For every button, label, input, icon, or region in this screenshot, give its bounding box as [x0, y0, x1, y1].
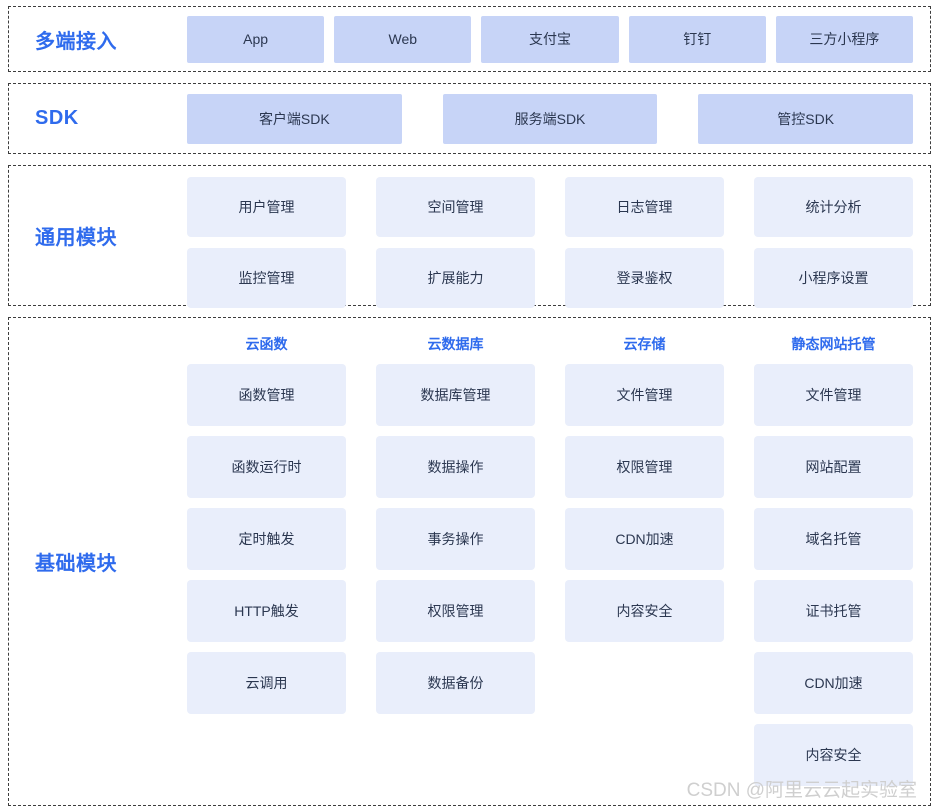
section-label-access: 多端接入	[35, 30, 117, 53]
card-hosting-file-management[interactable]: 文件管理	[754, 364, 913, 426]
column-header-cloud-function: 云函数	[245, 336, 288, 352]
section-label-cell-base: 基础模块	[9, 318, 187, 805]
column-header-cloud-database: 云数据库	[427, 336, 484, 352]
card-user-management[interactable]: 用户管理	[187, 177, 346, 237]
section-label-common: 通用模块	[35, 227, 117, 249]
card-storage-file-management[interactable]: 文件管理	[565, 364, 724, 426]
common-module-grid: 用户管理 空间管理 日志管理 统计分析 监控管理 扩展能力 登录鉴权 小程序设置	[187, 166, 913, 308]
card-miniapp-settings[interactable]: 小程序设置	[754, 248, 913, 308]
card-web[interactable]: Web	[334, 15, 472, 63]
card-space-management[interactable]: 空间管理	[376, 177, 535, 237]
column-cloud-storage: 文件管理 权限管理 CDN加速 内容安全	[565, 364, 724, 642]
section-body-sdk: 客户端SDK 服务端SDK 管控SDK	[187, 84, 930, 153]
card-data-backup[interactable]: 数据备份	[376, 652, 535, 714]
card-database-permission-management[interactable]: 权限管理	[376, 580, 535, 642]
card-hosting-cdn-acceleration[interactable]: CDN加速	[754, 652, 913, 714]
card-alipay[interactable]: 支付宝	[481, 15, 619, 63]
base-module-columns: 函数管理 函数运行时 定时触发 HTTP触发 云调用 数据库管理 数据操作 事务…	[187, 364, 913, 786]
column-cloud-function: 函数管理 函数运行时 定时触发 HTTP触发 云调用	[187, 364, 346, 714]
section-label-base: 基础模块	[35, 553, 117, 575]
column-header-static-hosting: 静态网站托管	[791, 336, 876, 352]
card-extension-capability[interactable]: 扩展能力	[376, 248, 535, 308]
card-login-auth[interactable]: 登录鉴权	[565, 248, 724, 308]
section-label-cell-access: 多端接入	[9, 7, 187, 71]
section-sdk: SDK 客户端SDK 服务端SDK 管控SDK	[8, 83, 931, 154]
section-base: 基础模块 云函数 云数据库 云存储 静态网站托管 函数管理 函数运行时 定时触发…	[8, 317, 931, 806]
card-storage-content-security[interactable]: 内容安全	[565, 580, 724, 642]
card-dingtalk[interactable]: 钉钉	[628, 15, 766, 63]
card-http-trigger[interactable]: HTTP触发	[187, 580, 346, 642]
card-app[interactable]: App	[187, 15, 325, 63]
card-function-management[interactable]: 函数管理	[187, 364, 346, 426]
section-body-base: 云函数 云数据库 云存储 静态网站托管 函数管理 函数运行时 定时触发 HTTP…	[187, 318, 930, 786]
card-database-management[interactable]: 数据库管理	[376, 364, 535, 426]
card-third-party-miniapp[interactable]: 三方小程序	[775, 15, 914, 63]
card-monitor-management[interactable]: 监控管理	[187, 248, 346, 308]
section-label-cell-common: 通用模块	[9, 166, 187, 305]
section-label-cell-sdk: SDK	[9, 84, 187, 153]
card-hosting-content-security[interactable]: 内容安全	[754, 724, 913, 786]
card-certificate-hosting[interactable]: 证书托管	[754, 580, 913, 642]
section-access: 多端接入 App Web 支付宝 钉钉 三方小程序	[8, 6, 931, 72]
card-client-sdk[interactable]: 客户端SDK	[187, 93, 402, 144]
card-cloud-call[interactable]: 云调用	[187, 652, 346, 714]
card-log-management[interactable]: 日志管理	[565, 177, 724, 237]
card-data-operation[interactable]: 数据操作	[376, 436, 535, 498]
card-domain-hosting[interactable]: 域名托管	[754, 508, 913, 570]
card-function-runtime[interactable]: 函数运行时	[187, 436, 346, 498]
card-storage-permission-management[interactable]: 权限管理	[565, 436, 724, 498]
card-scheduled-trigger[interactable]: 定时触发	[187, 508, 346, 570]
base-column-headers: 云函数 云数据库 云存储 静态网站托管	[187, 318, 913, 364]
column-static-hosting: 文件管理 网站配置 域名托管 证书托管 CDN加速 内容安全	[754, 364, 913, 786]
card-storage-cdn-acceleration[interactable]: CDN加速	[565, 508, 724, 570]
card-management-sdk[interactable]: 管控SDK	[698, 93, 914, 144]
card-transaction-operation[interactable]: 事务操作	[376, 508, 535, 570]
card-website-configuration[interactable]: 网站配置	[754, 436, 913, 498]
column-cloud-database: 数据库管理 数据操作 事务操作 权限管理 数据备份	[376, 364, 535, 714]
column-header-cloud-storage: 云存储	[623, 336, 666, 352]
section-common: 通用模块 用户管理 空间管理 日志管理 统计分析 监控管理 扩展能力 登录鉴权 …	[8, 165, 931, 308]
card-statistics-analysis[interactable]: 统计分析	[754, 177, 913, 237]
section-label-sdk: SDK	[35, 107, 79, 129]
section-body-access: App Web 支付宝 钉钉 三方小程序	[187, 7, 930, 71]
section-body-common: 用户管理 空间管理 日志管理 统计分析 监控管理 扩展能力 登录鉴权 小程序设置	[187, 166, 930, 308]
card-server-sdk[interactable]: 服务端SDK	[442, 93, 658, 144]
